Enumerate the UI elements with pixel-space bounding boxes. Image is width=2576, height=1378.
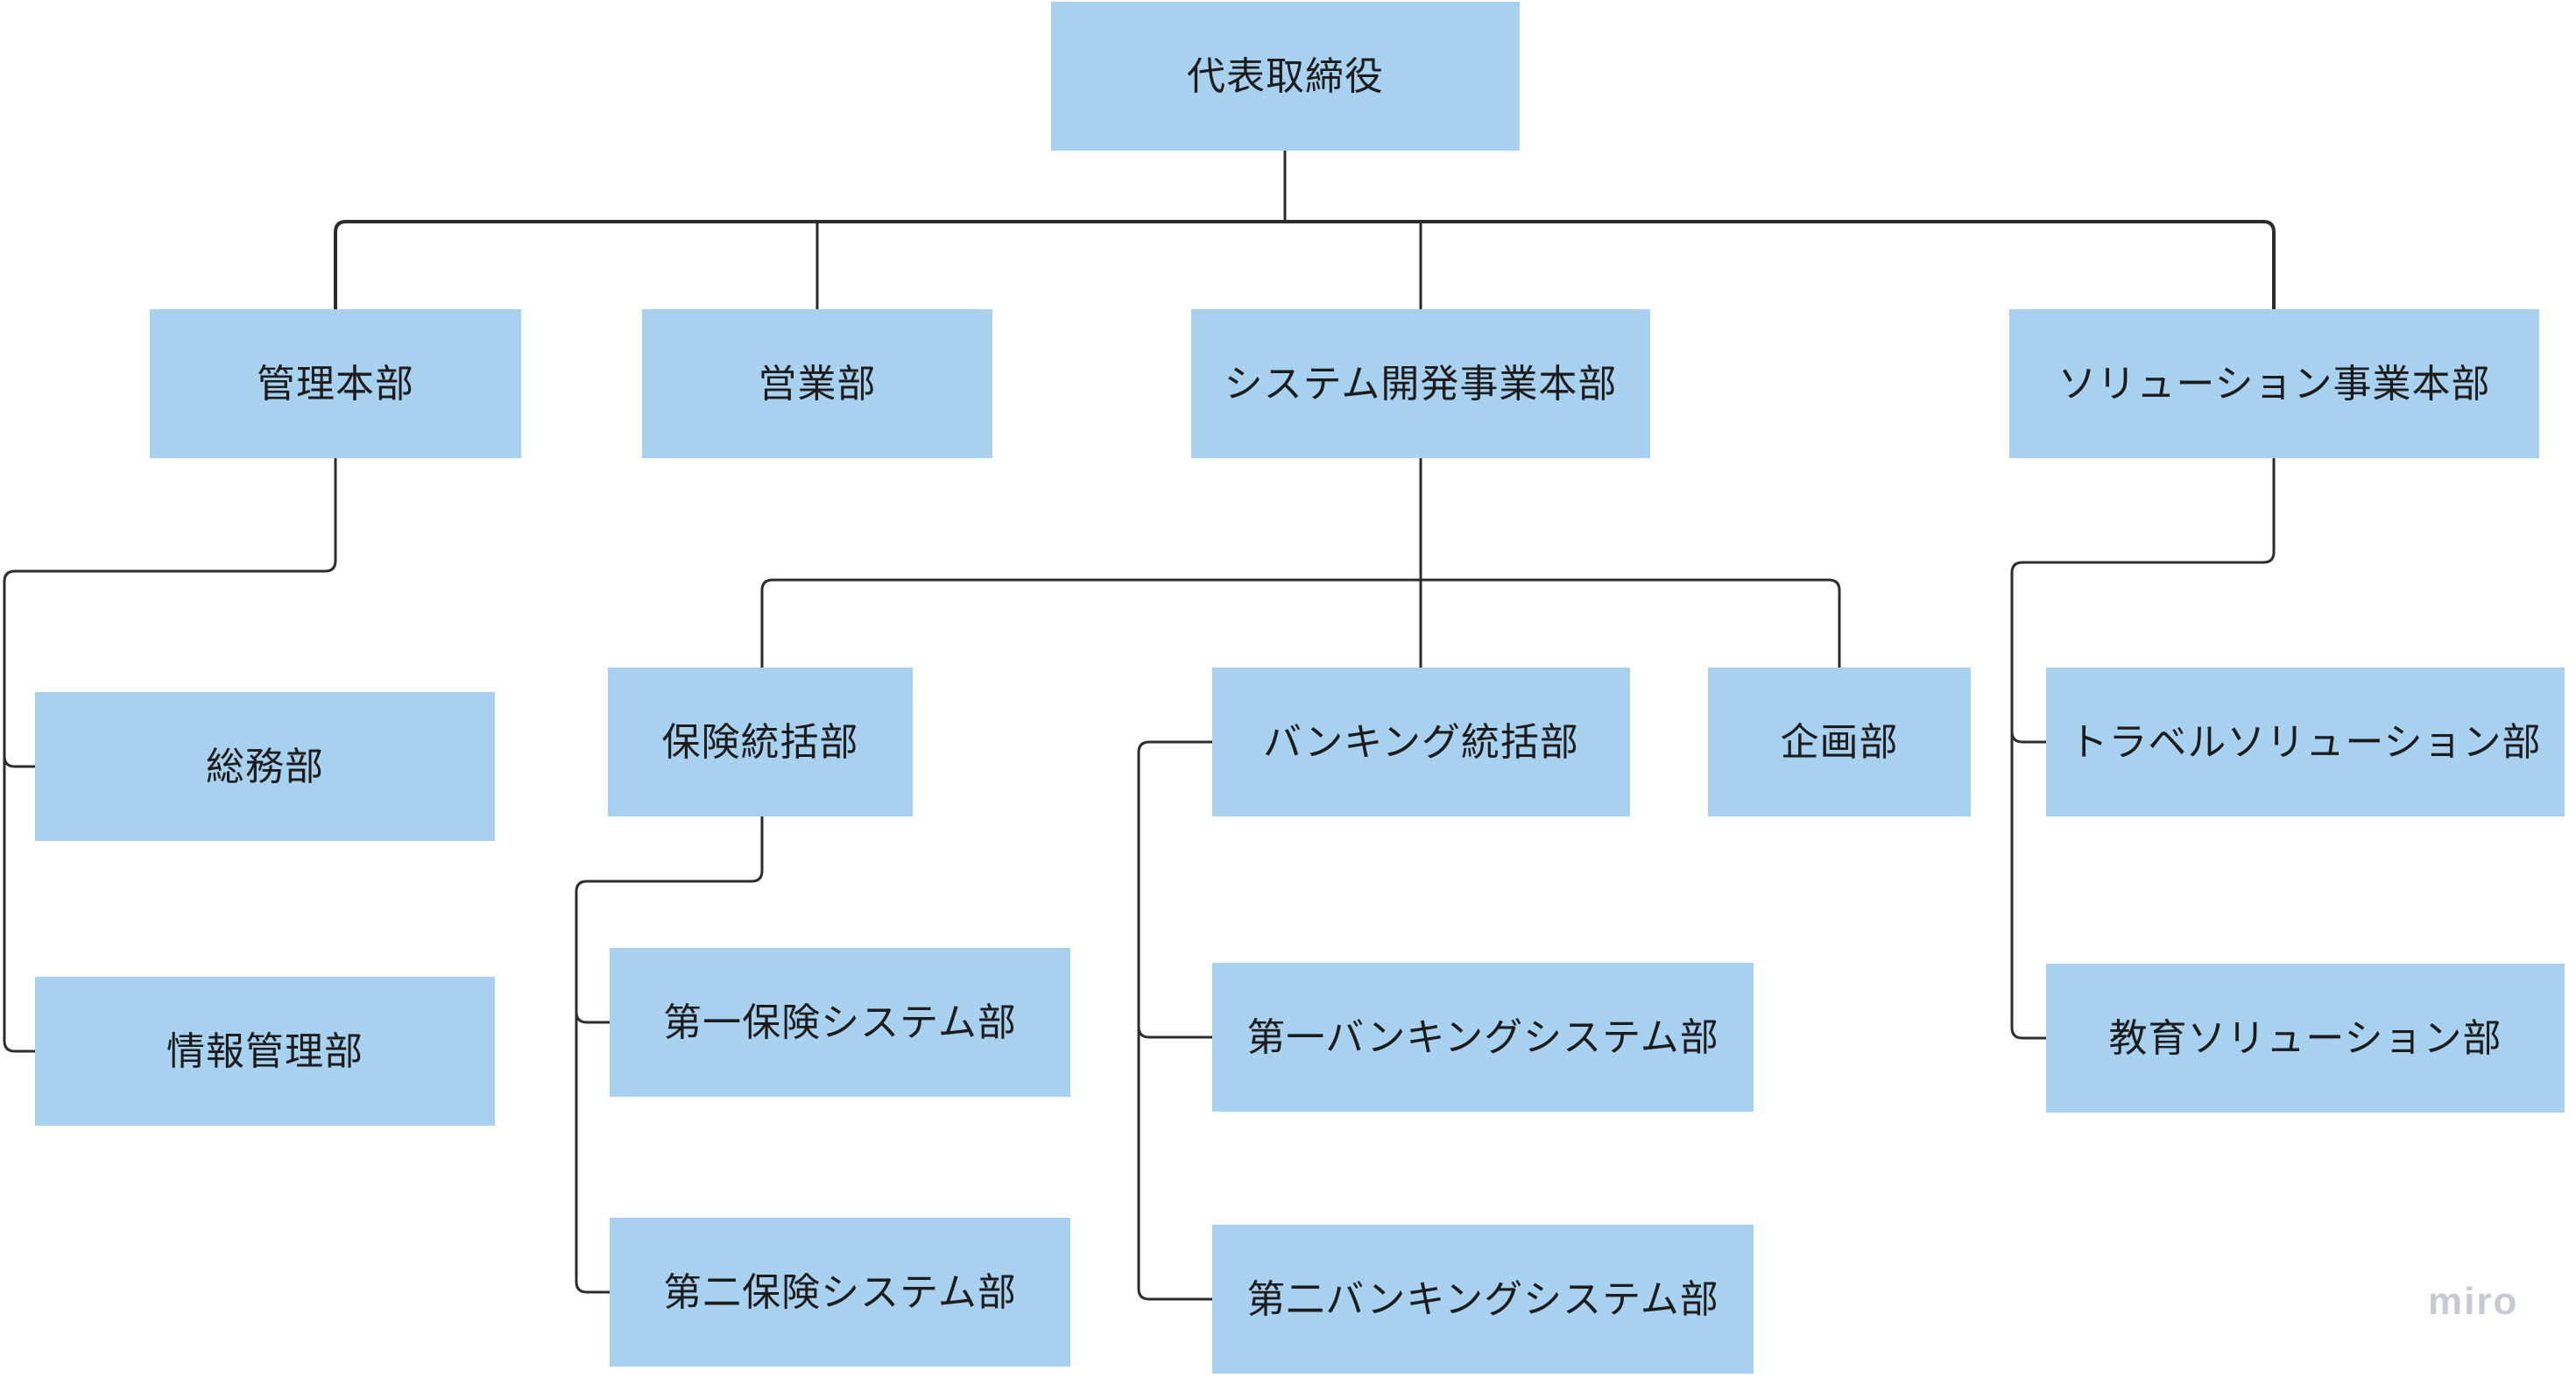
org-node-kikaku-bu[interactable]: 企画部	[1708, 668, 1971, 816]
org-node-solution-jigyo[interactable]: ソリューション事業本部	[2009, 309, 2539, 458]
org-node-label: ソリューション事業本部	[2057, 362, 2491, 406]
org-node-daiichi-banking[interactable]: 第一バンキングシステム部	[1212, 963, 1754, 1112]
connector-banking-children[interactable]	[1137, 740, 1212, 1301]
org-node-label: 第二バンキングシステム部	[1246, 1277, 1719, 1321]
org-node-travel-solution[interactable]: トラベルソリューション部	[2046, 668, 2565, 816]
connector-solution-children[interactable]	[2010, 458, 2276, 1040]
org-node-daiichi-hoken[interactable]: 第一保険システム部	[610, 948, 1070, 1097]
org-node-label: 第二保険システム部	[663, 1270, 1017, 1314]
org-node-label: バンキング統括部	[1263, 720, 1579, 764]
connector-level1-bus[interactable]	[334, 220, 2276, 309]
org-node-daini-hoken[interactable]: 第二保険システム部	[610, 1218, 1070, 1367]
connector-banking1-branch[interactable]	[1137, 1026, 1212, 1039]
org-node-system-kaihatsu[interactable]: システム開発事業本部	[1191, 309, 1650, 458]
connector-somu-branch[interactable]	[3, 755, 35, 768]
org-node-label: 保険統括部	[661, 720, 859, 764]
connector-level2-bus[interactable]	[760, 578, 1841, 668]
connector-hoken1-branch[interactable]	[575, 1011, 610, 1024]
org-node-label: 営業部	[758, 362, 877, 406]
org-node-somu-bu[interactable]: 総務部	[35, 692, 495, 841]
org-node-label: 代表取締役	[1187, 54, 1384, 98]
org-node-label: 管理本部	[257, 362, 414, 406]
miro-watermark: miro	[2428, 1280, 2519, 1323]
connector-travel-branch[interactable]	[2010, 731, 2046, 744]
connector-hoken-children[interactable]	[575, 816, 764, 1294]
org-node-label: 第一保険システム部	[663, 1000, 1017, 1044]
org-node-label: 第一バンキングシステム部	[1246, 1015, 1719, 1059]
org-node-kyoiku-solution[interactable]: 教育ソリューション部	[2046, 964, 2565, 1113]
connector-kanri-children[interactable]	[3, 458, 337, 1053]
org-node-kanri-honbu[interactable]: 管理本部	[150, 309, 521, 458]
org-node-eigyo-bu[interactable]: 営業部	[642, 309, 992, 458]
org-node-label: システム開発事業本部	[1224, 362, 1618, 406]
org-node-daini-banking[interactable]: 第二バンキングシステム部	[1212, 1225, 1754, 1374]
org-node-joho-kanri-bu[interactable]: 情報管理部	[35, 977, 495, 1126]
org-node-ceo[interactable]: 代表取締役	[1051, 2, 1520, 151]
org-node-label: 情報管理部	[166, 1029, 363, 1073]
org-node-label: 総務部	[206, 745, 324, 788]
org-node-label: 企画部	[1780, 720, 1899, 764]
org-node-banking-tokatsu[interactable]: バンキング統括部	[1212, 668, 1630, 816]
org-node-hoken-tokatsu[interactable]: 保険統括部	[608, 668, 913, 816]
org-node-label: トラベルソリューション部	[2069, 720, 2542, 764]
org-node-label: 教育ソリューション部	[2108, 1016, 2502, 1060]
